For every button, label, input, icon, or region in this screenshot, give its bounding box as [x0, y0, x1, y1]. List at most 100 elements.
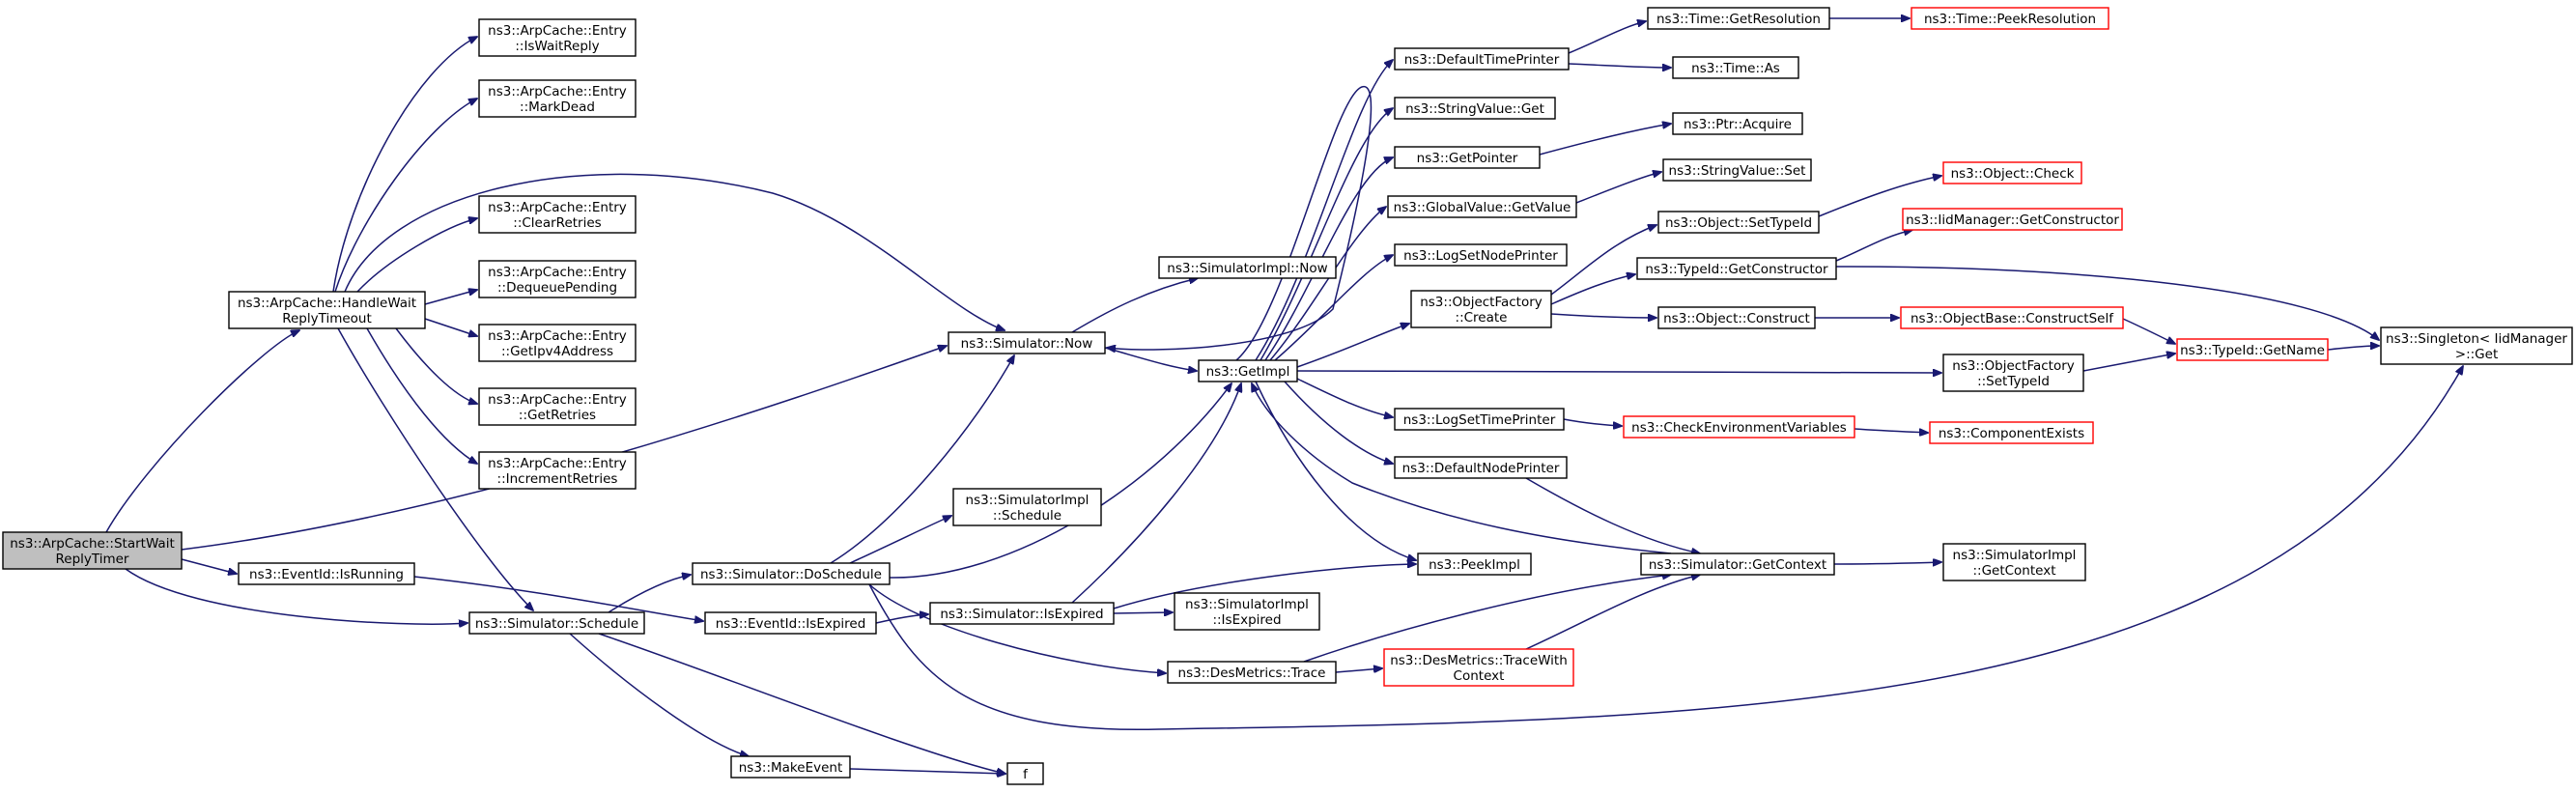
node-singleton[interactable]: ns3::Singleton< IidManager>::Get — [2380, 326, 2573, 365]
node-simimplnow[interactable]: ns3::SimulatorImpl::Now — [1158, 256, 1337, 279]
node-simimplgetctx[interactable]: ns3::SimulatorImpl::GetContext — [1942, 543, 2086, 581]
node-peekimpl[interactable]: ns3::PeekImpl — [1417, 552, 1532, 576]
node-globalget[interactable]: ns3::GlobalValue::GetValue — [1387, 195, 1577, 218]
node-box — [2, 531, 183, 570]
node-timepeekres[interactable]: ns3::Time::PeekResolution — [1911, 7, 2109, 30]
node-defaultnp[interactable]: ns3::DefaultNodePrinter — [1394, 456, 1568, 479]
node-box — [478, 324, 637, 362]
edge-schedule-to-makeevent — [569, 633, 749, 756]
node-label: ns3::Simulator::Now — [961, 336, 1093, 352]
node-dosched[interactable]: ns3::Simulator::DoSchedule — [692, 562, 891, 585]
edge-getimpl-to-defaultnp — [1284, 381, 1393, 464]
node-label: ns3::SimulatorImpl — [966, 493, 1090, 508]
node-markdead[interactable]: ns3::ArpCache::Entry::MarkDead — [478, 79, 637, 118]
edge-root-to-handle — [105, 330, 299, 533]
node-box — [1929, 421, 2094, 444]
node-box — [1900, 306, 2124, 329]
node-box — [468, 611, 645, 635]
edge-getimpl-to-strvalget — [1260, 108, 1393, 361]
edge-handle-to-simnow — [344, 173, 1005, 330]
edge-simnow-to-getimpl — [1104, 347, 1197, 371]
node-iidmgrctor[interactable]: ns3::IidManager::GetConstructor — [1902, 208, 2123, 231]
node-timeas[interactable]: ns3::Time::As — [1672, 56, 1799, 79]
node-incret[interactable]: ns3::ArpCache::Entry::IncrementRetries — [478, 451, 637, 490]
node-typeidgetctor[interactable]: ns3::TypeId::GetConstructor — [1636, 257, 1837, 280]
node-deqpend[interactable]: ns3::ArpCache::Entry::DequeuePending — [478, 260, 637, 298]
edge-simisexp-to-getimpl — [1071, 383, 1241, 604]
node-simimplsched[interactable]: ns3::SimulatorImpl::Schedule — [952, 488, 1102, 526]
node-box — [2380, 326, 2573, 365]
edge-dosched-to-singleton — [868, 366, 2463, 731]
node-label: ns3::ArpCache::Entry — [488, 84, 627, 99]
node-getpointer[interactable]: ns3::GetPointer — [1394, 146, 1541, 169]
node-box — [1394, 146, 1541, 169]
node-evexp[interactable]: ns3::EventId::IsExpired — [704, 611, 877, 635]
node-box — [1383, 648, 1574, 687]
node-defaulttp[interactable]: ns3::DefaultTimePrinter — [1394, 47, 1570, 71]
node-simimplisexp[interactable]: ns3::SimulatorImpl::IsExpired — [1174, 592, 1320, 631]
node-logsetnode[interactable]: ns3::LogSetNodePrinter — [1394, 243, 1568, 267]
node-checkenv[interactable]: ns3::CheckEnvironmentVariables — [1623, 415, 1855, 439]
edge-defaulttp-to-timegetres — [1568, 21, 1646, 54]
edge-simgetctx-to-getimpl — [1252, 383, 1672, 554]
edge-simisexp-to-peekimpl — [1113, 564, 1416, 609]
node-typeidgetname[interactable]: ns3::TypeId::GetName — [2176, 338, 2329, 361]
node-strvalget[interactable]: ns3::StringValue::Get — [1394, 97, 1556, 120]
node-label: ::ClearRetries — [513, 215, 601, 231]
node-label: ::GetContext — [1972, 563, 2055, 579]
node-clearret[interactable]: ns3::ArpCache::Entry::ClearRetries — [478, 195, 637, 234]
node-schedule[interactable]: ns3::Simulator::Schedule — [468, 611, 645, 635]
node-box — [1174, 592, 1320, 631]
node-box — [478, 18, 637, 57]
node-box — [929, 602, 1115, 625]
node-getret[interactable]: ns3::ArpCache::Entry::GetRetries — [478, 387, 637, 426]
node-label: ns3::ArpCache::HandleWait — [238, 296, 416, 311]
node-label: ns3::GetPointer — [1417, 151, 1518, 166]
node-timegetres[interactable]: ns3::Time::GetResolution — [1647, 7, 1830, 30]
node-box — [478, 260, 637, 298]
node-makeevent[interactable]: ns3::MakeEvent — [730, 755, 851, 779]
node-simisexp[interactable]: ns3::Simulator::IsExpired — [929, 602, 1115, 625]
node-evrun[interactable]: ns3::EventId::IsRunning — [238, 562, 415, 585]
edge-getimpl-to-globalget — [1269, 207, 1386, 361]
node-box — [948, 331, 1106, 354]
edge-handle-to-getret — [395, 327, 477, 404]
node-destrace[interactable]: ns3::DesMetrics::Trace — [1167, 661, 1337, 684]
node-objcheck[interactable]: ns3::Object::Check — [1942, 161, 2082, 184]
node-label: ns3::Object::SetTypeId — [1665, 215, 1812, 231]
node-label: ::GetRetries — [519, 408, 596, 423]
node-simgetctx[interactable]: ns3::Simulator::GetContext — [1640, 552, 1835, 576]
node-ptracq[interactable]: ns3::Ptr::Acquire — [1672, 112, 1803, 135]
node-f[interactable]: f — [1006, 762, 1044, 785]
node-iswait[interactable]: ns3::ArpCache::Entry::IsWaitReply — [478, 18, 637, 57]
node-box — [478, 79, 637, 118]
node-simnow[interactable]: ns3::Simulator::Now — [948, 331, 1106, 354]
node-label: ::IncrementRetries — [497, 471, 618, 487]
node-box — [1417, 552, 1532, 576]
node-label: ns3::ObjectBase::ConstructSelf — [1911, 311, 2114, 326]
node-box — [478, 195, 637, 234]
node-compexists[interactable]: ns3::ComponentExists — [1929, 421, 2094, 444]
node-label: ns3::EventId::IsRunning — [249, 567, 404, 582]
node-objfactcreate[interactable]: ns3::ObjectFactory::Create — [1410, 290, 1552, 328]
node-objfactsettype[interactable]: ns3::ObjectFactory::SetTypeId — [1942, 354, 2084, 392]
node-logsettime[interactable]: ns3::LogSetTimePrinter — [1394, 408, 1565, 431]
node-box — [1911, 7, 2109, 30]
node-label: ns3::Simulator::IsExpired — [940, 607, 1103, 622]
node-box — [1198, 359, 1298, 382]
edge-handle-to-clearret — [356, 218, 477, 293]
node-label: ::IsWaitReply — [515, 39, 599, 54]
node-objconstruct[interactable]: ns3::Object::Construct — [1657, 306, 1816, 329]
edge-evrun-to-evexp — [413, 576, 703, 621]
edge-destrace-to-destracectx — [1335, 668, 1382, 673]
node-strvalset[interactable]: ns3::StringValue::Set — [1662, 158, 1812, 182]
node-getipv4[interactable]: ns3::ArpCache::Entry::GetIpv4Address — [478, 324, 637, 362]
node-objsettype[interactable]: ns3::Object::SetTypeId — [1657, 211, 1820, 234]
node-label: ns3::Time::As — [1691, 61, 1780, 76]
node-getimpl[interactable]: ns3::GetImpl — [1198, 359, 1298, 382]
node-objbasector[interactable]: ns3::ObjectBase::ConstructSelf — [1900, 306, 2124, 329]
edge-dosched-to-getimpl — [889, 383, 1231, 579]
